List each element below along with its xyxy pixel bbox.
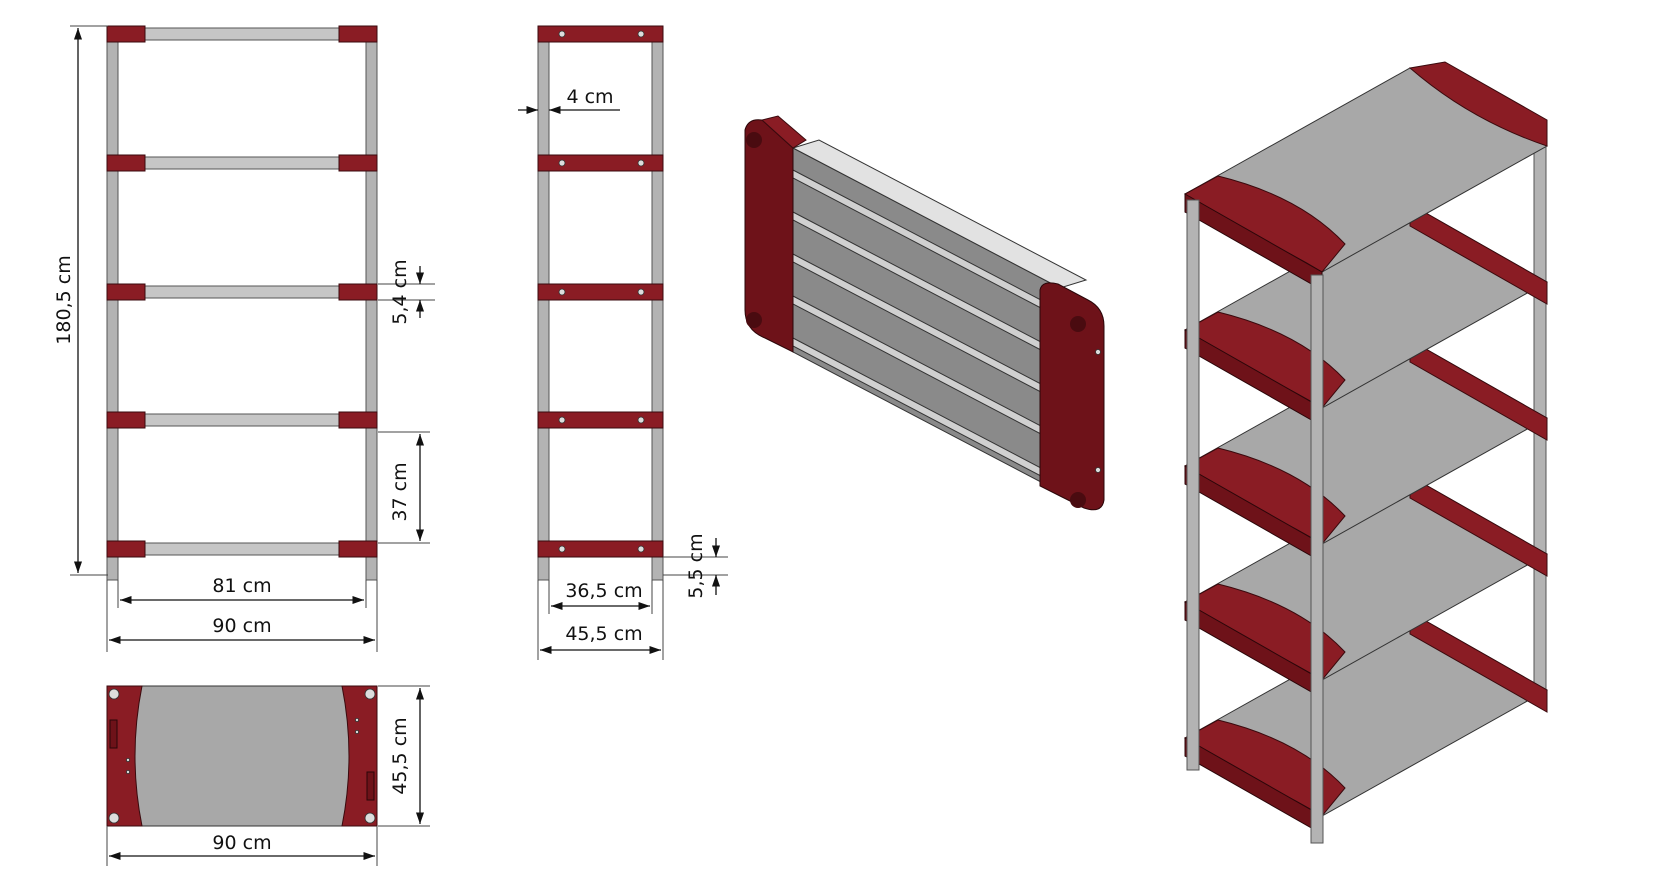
height-dimension: 180,5 cm	[53, 25, 108, 576]
post-diameter-label: 4 cm	[566, 86, 613, 108]
inner-depth-dimension: 36,5 cm	[548, 580, 653, 614]
side-view: 4 cm 36,5 cm 45,5 cm 5,5 cm	[518, 25, 728, 660]
packed-right-cap	[1039, 282, 1105, 511]
front-shelves	[106, 25, 378, 558]
outer-depth-dimension: 45,5 cm	[537, 580, 664, 660]
front-right-post	[365, 37, 378, 581]
foot-height-label: 5,5 cm	[685, 533, 707, 598]
isometric-shelving-illustration	[1183, 61, 1549, 844]
shelf-thickness-label: 5,4 cm	[389, 259, 411, 324]
outer-depth-label: 45,5 cm	[565, 623, 642, 645]
front-left-post	[106, 37, 119, 581]
shelf-thickness-dimension: 5,4 cm	[378, 259, 435, 325]
top-depth-dimension: 45,5 cm	[378, 685, 430, 827]
outer-width-dimension: 90 cm	[106, 580, 378, 652]
outer-width-label: 90 cm	[212, 615, 271, 637]
post-diameter-dimension: 4 cm	[518, 86, 620, 115]
side-shelves	[537, 25, 664, 558]
iso-shelf-5	[1183, 611, 1549, 835]
top-width-label: 90 cm	[212, 832, 271, 854]
iso-shelf-3	[1183, 339, 1549, 563]
top-depth-label: 45,5 cm	[389, 717, 411, 794]
inner-width-label: 81 cm	[212, 575, 271, 597]
top-view: 45,5 cm 90 cm	[106, 685, 430, 866]
foot-height-dimension: 5,5 cm	[663, 533, 728, 599]
side-left-post	[537, 37, 550, 581]
side-right-post	[651, 37, 664, 581]
front-view: 180,5 cm 5,4 cm 37 cm 81 cm	[53, 25, 435, 652]
iso-shelf-1	[1183, 61, 1549, 291]
packed-shelf-illustration	[744, 115, 1105, 511]
inner-depth-label: 36,5 cm	[565, 580, 642, 602]
shelf-spacing-label: 37 cm	[389, 462, 411, 521]
top-width-dimension: 90 cm	[106, 826, 378, 866]
height-dimension-label: 180,5 cm	[53, 255, 75, 344]
top-view-panel	[106, 685, 378, 827]
inner-width-dimension: 81 cm	[117, 575, 367, 608]
shelf-spacing-dimension: 37 cm	[378, 431, 430, 544]
